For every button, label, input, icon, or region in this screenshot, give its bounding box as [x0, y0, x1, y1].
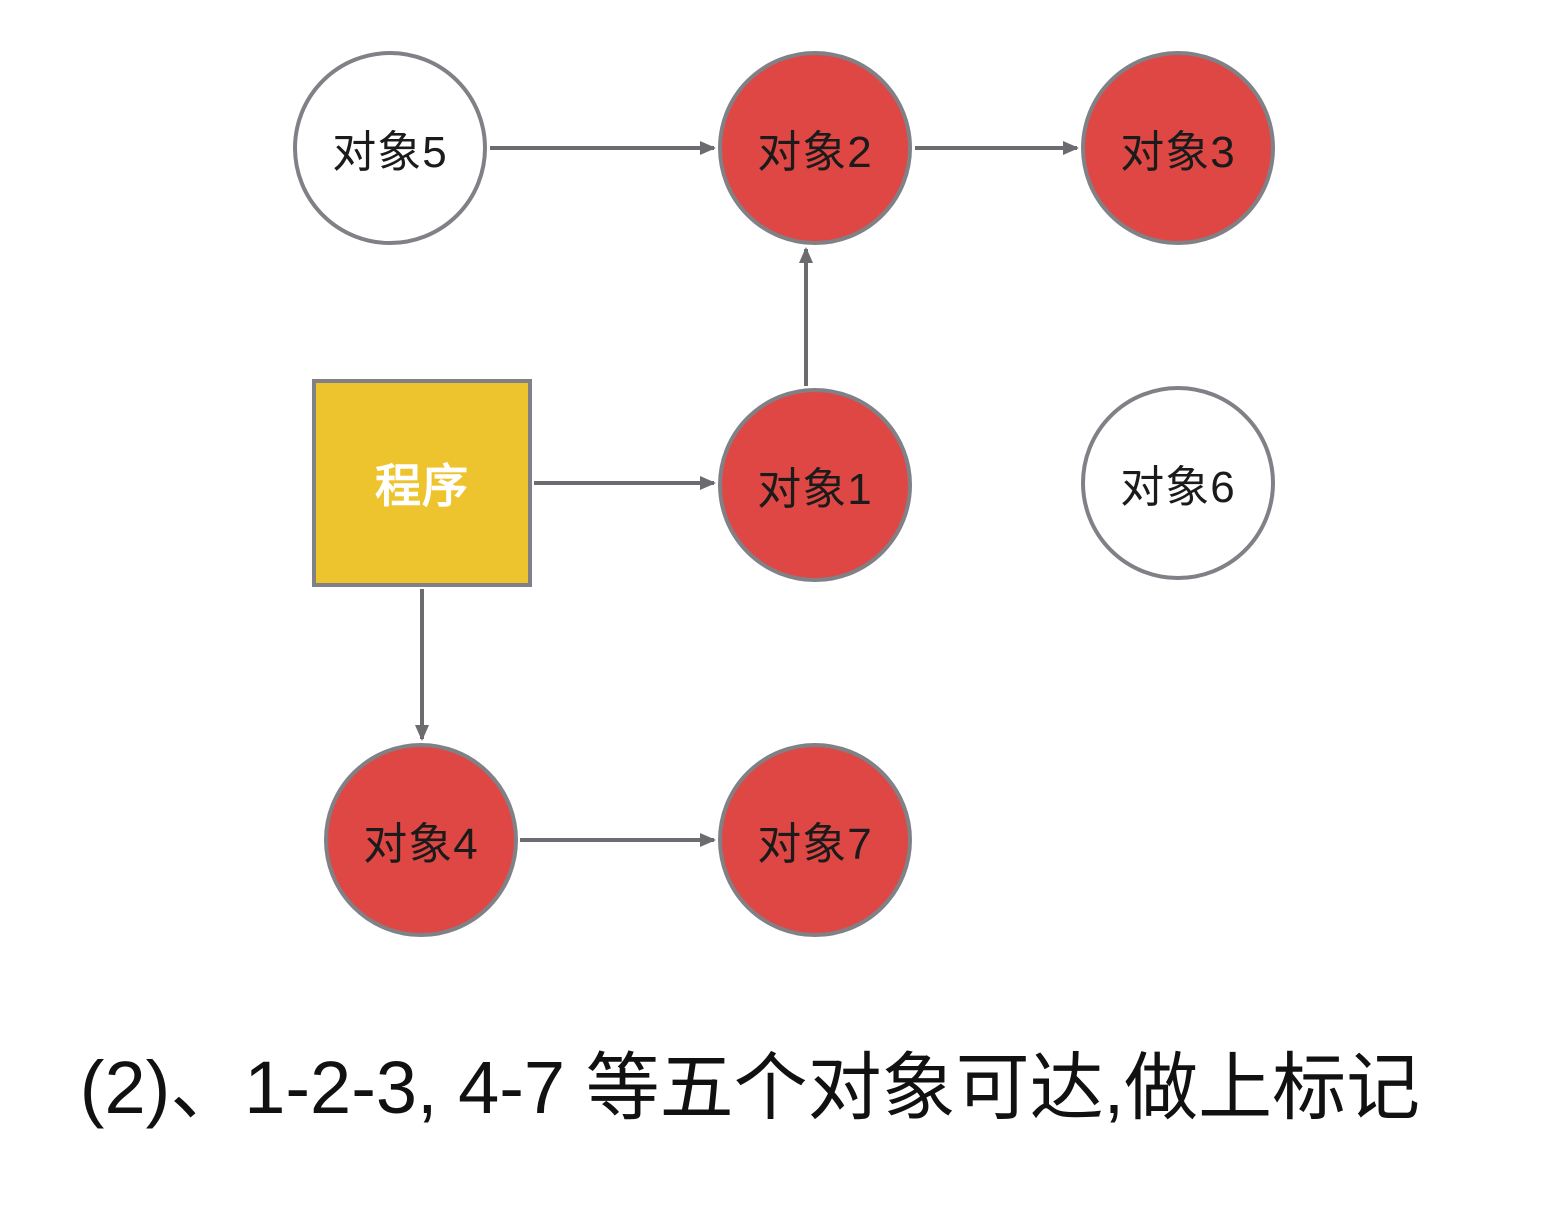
- node-obj4-label: 对象4: [363, 820, 479, 869]
- node-obj4: 对象4: [324, 743, 518, 937]
- node-obj1: 对象1: [718, 388, 912, 582]
- node-program: 程序: [312, 379, 532, 587]
- node-obj3-label: 对象3: [1120, 128, 1236, 177]
- node-obj2: 对象2: [718, 51, 912, 245]
- node-obj5: 对象5: [293, 51, 487, 245]
- caption: (2)、1-2-3, 4-7 等五个对象可达,做上标记: [79, 1046, 1421, 1129]
- node-obj3: 对象3: [1081, 51, 1275, 245]
- node-program-label: 程序: [375, 460, 469, 512]
- node-obj6-label: 对象6: [1120, 463, 1236, 512]
- node-obj2-label: 对象2: [757, 128, 873, 177]
- node-obj7-label: 对象7: [757, 820, 873, 869]
- node-obj5-label: 对象5: [332, 128, 448, 177]
- node-obj6: 对象6: [1081, 386, 1275, 580]
- node-obj7: 对象7: [718, 743, 912, 937]
- node-obj1-label: 对象1: [757, 465, 873, 514]
